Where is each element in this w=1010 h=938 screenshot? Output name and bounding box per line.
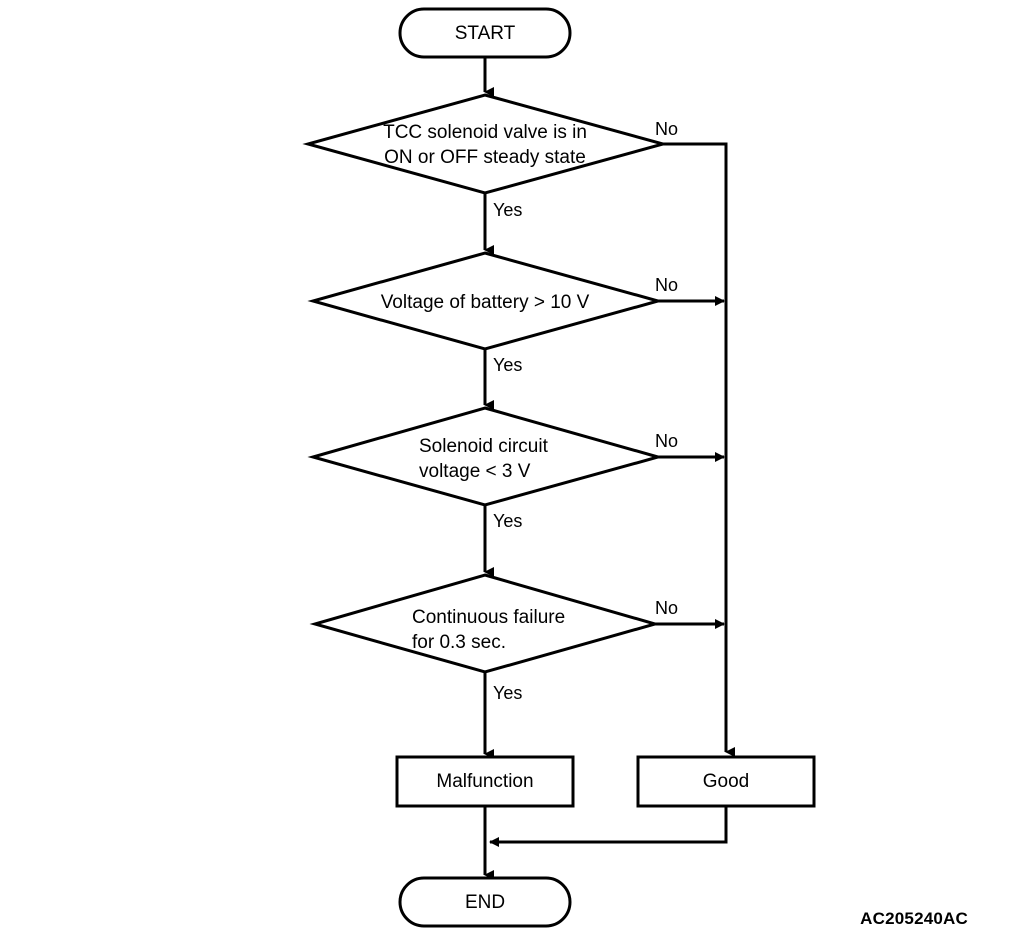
edge-good-to-merge (489, 806, 728, 847)
edge-label-decision1-no: No (655, 119, 679, 139)
edge-decision1-no (663, 142, 735, 757)
decision4-shape (309, 573, 661, 674)
edge-label-decision4-no: No (655, 598, 679, 618)
start-terminal-shape (398, 7, 572, 59)
decision3-shape (307, 406, 664, 507)
edge-label-decision4-yes: Yes (493, 683, 523, 703)
edge-label-decision2-yes: Yes (493, 355, 523, 375)
edge-label-decision3-yes: Yes (493, 511, 523, 531)
decision2-shape (307, 251, 664, 351)
edge-label-decision3-no: No (655, 431, 679, 451)
figure-code-label: AC205240AC (860, 909, 968, 928)
end-terminal-shape (398, 876, 572, 928)
edge-label-decision2-no: No (655, 275, 679, 295)
good-box-shape (636, 755, 816, 808)
decision1-shape (302, 93, 669, 195)
malfunction-box-shape (395, 755, 575, 808)
edge-label-decision1-yes: Yes (493, 200, 523, 220)
